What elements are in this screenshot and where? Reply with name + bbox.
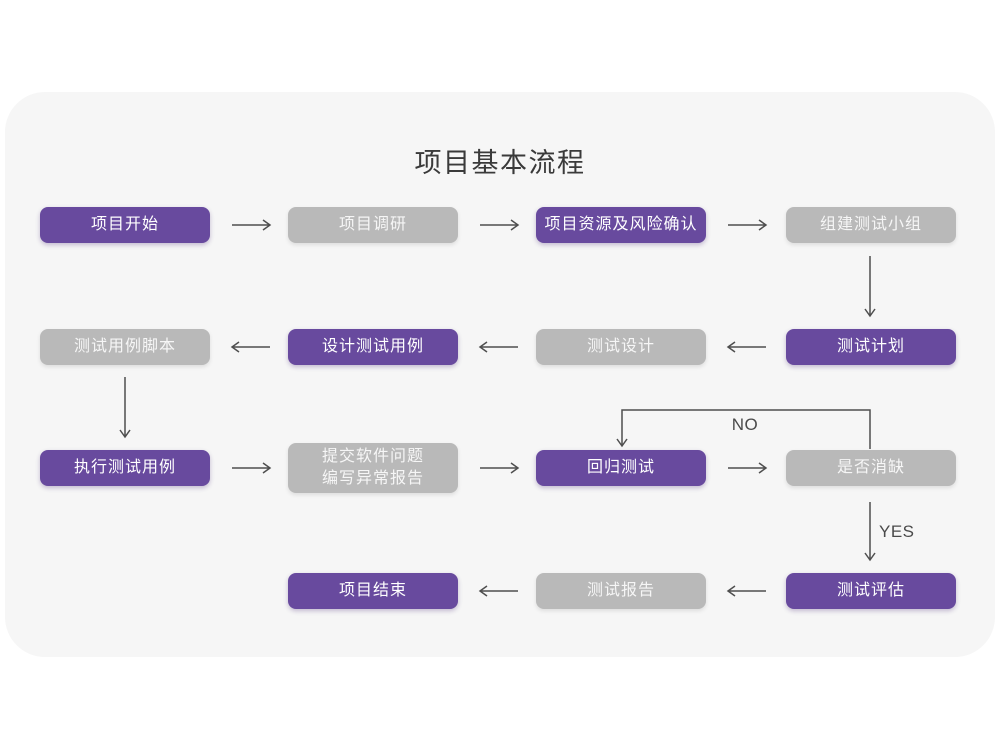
flowchart-card xyxy=(5,92,995,657)
node-design-test-cases: 设计测试用例 xyxy=(288,329,458,365)
node-project-research: 项目调研 xyxy=(288,207,458,243)
node-execute-test-cases: 执行测试用例 xyxy=(40,450,210,486)
node-defect-resolved: 是否消缺 xyxy=(786,450,956,486)
node-test-case-scripts: 测试用例脚本 xyxy=(40,329,210,365)
no-branch-label: NO xyxy=(731,415,759,434)
node-resource-risk-confirm: 项目资源及风险确认 xyxy=(536,207,706,243)
page-title: 项目基本流程 xyxy=(414,148,586,178)
node-submit-issue-report: 提交软件问题 编写异常报告 xyxy=(288,443,458,493)
node-test-report: 测试报告 xyxy=(536,573,706,609)
node-test-evaluation: 测试评估 xyxy=(786,573,956,609)
node-project-end: 项目结束 xyxy=(288,573,458,609)
node-regression-test: 回归测试 xyxy=(536,450,706,486)
node-test-plan: 测试计划 xyxy=(786,329,956,365)
node-test-design: 测试设计 xyxy=(536,329,706,365)
yes-branch-label: YES xyxy=(879,522,915,541)
node-build-test-team: 组建测试小组 xyxy=(786,207,956,243)
node-project-start: 项目开始 xyxy=(40,207,210,243)
